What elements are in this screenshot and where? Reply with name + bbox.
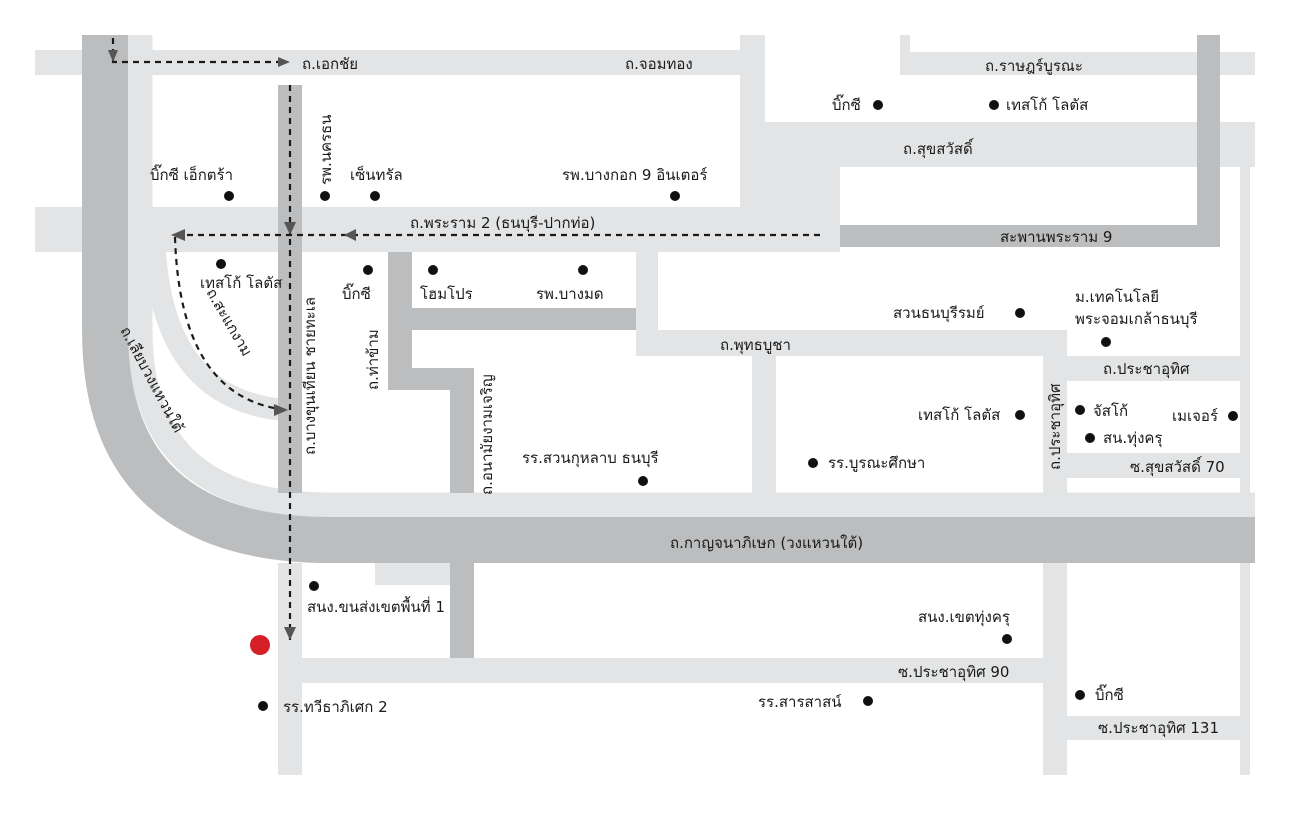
road-phutthabucha (636, 330, 1067, 356)
road-label: ถ.ท่าข้าม (364, 329, 382, 390)
place-label: รพ.นครธน (317, 115, 335, 185)
route-path (108, 38, 820, 640)
place-label: บิ๊กซี เอ็กตร้า (150, 164, 233, 184)
place-label: เทสโก้ โลตัส (1006, 96, 1088, 114)
place-label: รพ.บางกอก 9 อินเตอร์ (562, 166, 707, 184)
road-kanchanaphisek (82, 35, 1255, 563)
place-label: บิ๊กซี (1095, 684, 1124, 704)
place-label: เมเจอร์ (1172, 407, 1218, 425)
road-label: ถ.เอกชัย (302, 55, 358, 73)
place-label: เทสโก้ โลตัส (918, 406, 1000, 424)
road-suksawat (740, 122, 1255, 167)
road-rama9-bridge-north (1197, 35, 1220, 247)
road-stub (375, 563, 450, 585)
place-label: จัสโก้ (1093, 402, 1128, 420)
road-label: สะพานพระราม 9 (1000, 228, 1112, 246)
place-label: รร.ทวีธาภิเศก 2 (283, 698, 388, 716)
road-label: ถ.ประชาอุทิศ (1103, 360, 1190, 379)
road-sakaengam (144, 251, 287, 421)
road-label: ถ.สุขสวัสดิ์ (903, 138, 975, 159)
road-bangkhunthian-south (278, 563, 302, 775)
road-homepro (412, 308, 636, 330)
road-label: ถ.ราษฎร์บูรณะ (985, 57, 1083, 75)
place-label: สนง.เขตทุ่งครุ (918, 608, 1010, 627)
road-vertical-mid (752, 356, 776, 493)
road-ratburana (900, 52, 1255, 75)
road-pracha-uthit90 (302, 658, 1043, 683)
road-label: ถ.บางขุนเทียน ชายทะเล (301, 297, 320, 455)
place-label: รพ.บางมด (536, 285, 604, 303)
arrow-down-icon (108, 50, 118, 62)
road-label: ถ.พระราม 2 (ธนบุรี-ปากท่อ) (410, 214, 595, 233)
minor-roads (35, 35, 1255, 775)
road-label: ถ.อนามัยงามเจริญ (478, 374, 496, 495)
major-roads (82, 35, 1255, 658)
road-thakham (388, 252, 412, 390)
place-label: รร.สวนกุหลาบ ธนบุรี (522, 449, 659, 468)
road-anamai (450, 368, 474, 493)
road-pracha-uthit-h (1067, 356, 1250, 381)
place-label: พระจอมเกล้าธนบุรี (1075, 310, 1198, 329)
place-label: โฮมโปร (420, 285, 473, 303)
road-label: ถ.จอมทอง (625, 55, 693, 73)
place-label: สน.ทุ่งครุ (1103, 429, 1162, 448)
place-label: เซ็นทรัล (350, 165, 403, 184)
place-label: สวนธนบุรีรมย์ (893, 304, 985, 323)
place-label: รร.บูรณะศึกษา (828, 454, 925, 472)
place-labels: บิ๊กซี เอ็กตร้า รพ.นครธน เซ็นทรัล รพ.บาง… (150, 94, 1218, 716)
place-label: รร.สารสาสน์ (758, 693, 842, 711)
arrow-left-icon (344, 229, 356, 241)
place-label: บิ๊กซี (832, 94, 861, 114)
arrow-down-icon (284, 222, 296, 235)
road-label: ซ.สุขสวัสดิ์ 70 (1130, 456, 1225, 477)
place-label: เทสโก้ โลตัส (200, 274, 282, 292)
road-rama9-bridge (840, 225, 1220, 247)
road-small (900, 35, 910, 55)
road-anamai-south (450, 563, 474, 658)
road-label: ถ.ประชาอุทิศ (1046, 383, 1065, 470)
place-label: บิ๊กซี (342, 283, 371, 303)
arrow-right-icon (278, 57, 290, 67)
arrow-down-icon (284, 627, 296, 640)
road-label: ถ.สะแกงาม (203, 285, 256, 359)
arrow-left-icon (171, 229, 185, 241)
destination-marker[interactable] (250, 635, 270, 655)
road-label: ซ.ประชาอุทิศ 90 (898, 663, 1009, 682)
road-suksawat70 (1067, 453, 1250, 478)
road-rama2 (35, 207, 840, 252)
road-pracha-uthit131 (1067, 716, 1250, 740)
place-label: ม.เทคโนโลยี (1075, 288, 1159, 306)
road-label: ถ.กาญจนาภิเษก (วงแหวนใต้) (670, 534, 863, 552)
road-label: ซ.ประชาอุทิศ 131 (1098, 719, 1219, 738)
road-ring-frontage (127, 35, 1255, 518)
road-label: ถ.พุทธบูชา (720, 336, 791, 355)
arrow-right-icon (274, 404, 288, 416)
place-label: สนง.ขนส่งเขตพื้นที่ 1 (307, 596, 445, 616)
poi-dots (216, 100, 1238, 711)
